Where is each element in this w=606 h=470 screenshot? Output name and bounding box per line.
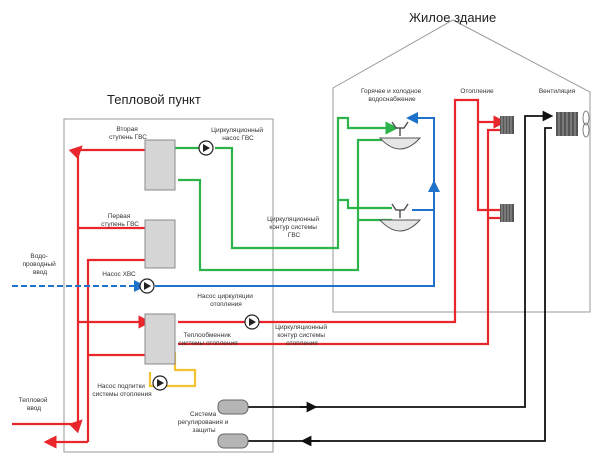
heating-label: Отопление [460, 88, 494, 95]
pump-cold-label: Насос ХВС [102, 271, 136, 278]
control-lines [248, 110, 554, 447]
stage1-label: Первая ступень ГВС [101, 213, 139, 228]
control-unit-1 [217, 399, 249, 415]
circ-loop-heat-label: Циркуляционный контур системы отопления [275, 323, 329, 347]
control-unit-2 [217, 433, 249, 449]
heat-exchanger-label: Теплообменник системы отопления [178, 331, 238, 347]
dhw-lines [166, 116, 399, 272]
stage2-exchanger [144, 139, 176, 191]
radiator-lower-icon [500, 204, 514, 222]
cold-water-pump-icon [139, 278, 155, 294]
water-supply-label: Горячее и холодное водоснабжение [361, 88, 423, 103]
cold-water-lines [12, 112, 440, 292]
makeup-pump-icon [152, 375, 168, 391]
ventilation-label: Вентиляция [539, 88, 576, 95]
circ-pump-dhw-label: Циркуляционный насос ГВС [211, 126, 265, 142]
sink-lower-icon [378, 203, 422, 232]
circ-pump-dhw-icon [198, 140, 214, 156]
pump-makeup-label: Насос подпитки системы отопления [92, 383, 152, 398]
ventilation-unit-icon [556, 110, 590, 138]
heat-input-label: Тепловой ввод [19, 396, 50, 412]
heating-exchanger [144, 313, 176, 365]
radiator-upper-icon [500, 116, 514, 134]
stage1-exchanger [144, 219, 176, 269]
building-title: Жилое здание [409, 10, 496, 25]
circ-loop-dhw-label: Циркуляционный контур системы ГВС [267, 215, 321, 239]
building-outline [332, 19, 591, 313]
control-label: Система регулирования и защиты [178, 411, 230, 434]
water-input-label: Водо- проводный ввод [22, 253, 57, 276]
heating-circ-pump-icon [244, 314, 260, 330]
substation-title: Тепловой пункт [107, 92, 201, 107]
stage2-label: Вторая ступень ГВС [109, 126, 147, 141]
sink-upper-icon [378, 121, 422, 150]
pump-heat-circ-label: Насос циркуляции отопления [197, 293, 254, 308]
